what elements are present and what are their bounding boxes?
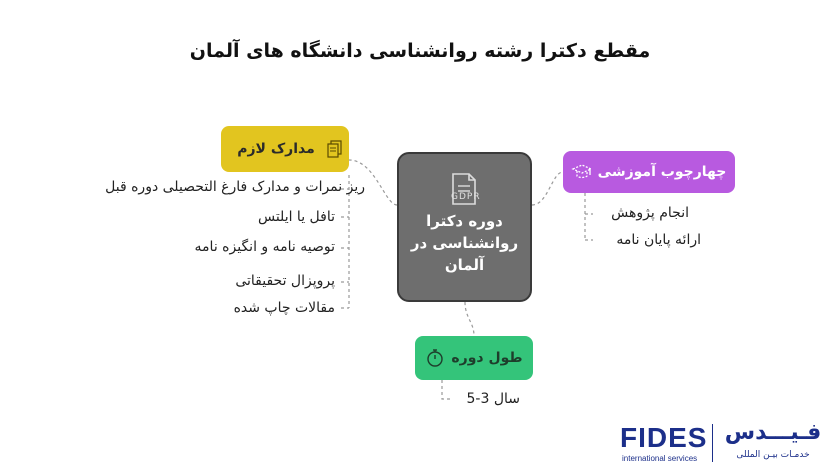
branch-requirements-label: مدارک لازم (237, 141, 315, 157)
logo-en-text: FIDES (620, 422, 708, 453)
document-icon (452, 173, 476, 205)
center-node: دوره دکترا روانشناسی در آلمان (397, 152, 532, 302)
connector-requirements-items (341, 175, 350, 309)
requirements-item: تافل یا ایلتس (257, 209, 335, 225)
requirements-item: توصیه نامه و انگیزه نامه (194, 239, 335, 255)
requirements-item: ریز نمرات و مدارک فارغ التحصیلی دوره قبل (105, 179, 365, 195)
duration-item: سال 3-5 (466, 391, 520, 407)
logo-divider (712, 424, 713, 462)
logo-fa-subtitle: خدمـات بیـن المللی (736, 450, 810, 460)
documents-icon (327, 140, 342, 158)
connector-center-duration (464, 301, 475, 337)
logo-fa-text: فـیـــدس (724, 420, 822, 445)
gdpr-icon-text: GDPR (451, 192, 481, 202)
branch-duration-label: طول دوره (451, 350, 523, 366)
branch-requirements: مدارک لازم (221, 126, 349, 172)
center-label: دوره دکترا روانشناسی در آلمان (410, 212, 519, 274)
connector-framework-items (584, 193, 593, 241)
branch-framework: چهارچوب آموزشی (563, 151, 735, 193)
connector-center-framework (531, 171, 564, 206)
framework-item: ارائه پایان نامه (616, 232, 701, 248)
framework-item: انجام پژوهش (611, 205, 689, 221)
graduation-cap-icon (571, 164, 593, 179)
connector-center-requirements (348, 159, 398, 206)
stopwatch-icon (427, 349, 443, 367)
page-title: مقطع دکترا رشته روانشناسی دانشگاه های آل… (189, 40, 651, 62)
requirements-item: مقالات چاپ شده (233, 300, 335, 316)
logo-en-subtitle: international services (622, 454, 698, 463)
connector-duration-items (441, 380, 452, 400)
branch-duration: طول دوره (415, 336, 533, 380)
requirements-item: پروپزال تحقیقاتی (235, 273, 335, 289)
fides-logo: FIDES international services فـیـــدس خد… (620, 420, 830, 466)
branch-framework-label: چهارچوب آموزشی (597, 164, 727, 180)
